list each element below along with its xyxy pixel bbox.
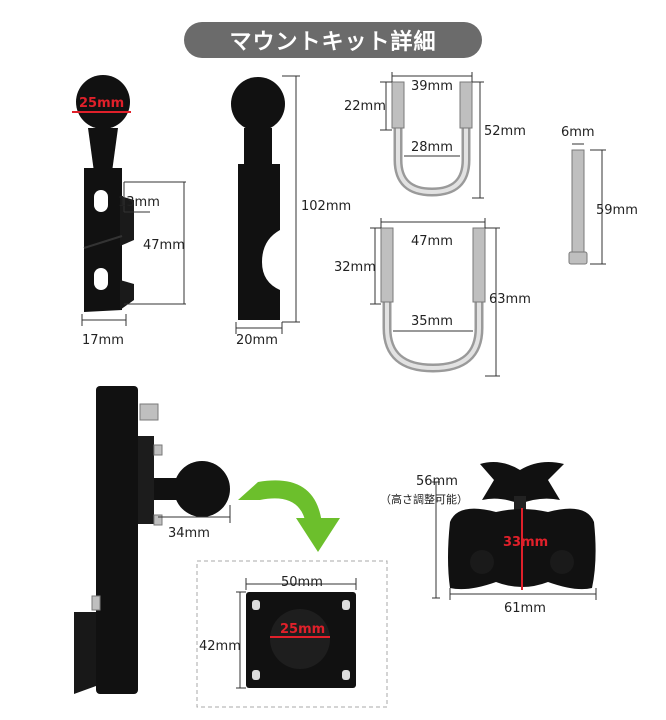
u-bolt-large xyxy=(380,227,486,373)
arm-height-label: 56mm xyxy=(416,474,458,489)
screw-diameter-label: 6mm xyxy=(561,125,595,140)
section-title: マウントキット詳細 xyxy=(184,22,482,58)
hole-span-label: 47mm xyxy=(143,238,185,253)
arm-height-note: （高さ調整可能） xyxy=(380,492,468,506)
u-large-inner-width-label: 35mm xyxy=(411,314,453,329)
mounted-bracket xyxy=(74,386,230,694)
ball-rod xyxy=(231,77,285,320)
u-small-height-label: 52mm xyxy=(484,124,526,139)
mount-offset-label: 34mm xyxy=(168,526,210,541)
plate-ball-label: 25mm xyxy=(280,622,325,637)
hole-gap-label: 13mm xyxy=(118,195,160,210)
screw-length-label: 59mm xyxy=(596,203,638,218)
rod-width-label: 20mm xyxy=(236,333,278,348)
rod-height-label: 102mm xyxy=(301,199,351,214)
ball-plate xyxy=(246,592,356,688)
plate-width-label: 50mm xyxy=(281,575,323,590)
arrow-down-icon xyxy=(238,480,340,552)
u-small-thread-label: 22mm xyxy=(344,99,386,114)
u-bolt-small xyxy=(391,81,473,197)
arm-width-label: 61mm xyxy=(504,601,546,616)
u-large-height-label: 63mm xyxy=(489,292,531,307)
u-small-top-width-label: 39mm xyxy=(411,79,453,94)
bracket-width-label: 17mm xyxy=(82,333,124,348)
arm-socket-label: 33mm xyxy=(503,535,548,550)
u-large-thread-label: 32mm xyxy=(334,260,376,275)
ball-diameter-label: 25mm xyxy=(79,96,124,111)
u-large-top-width-label: 47mm xyxy=(411,234,453,249)
ball-bracket xyxy=(76,75,134,312)
u-small-inner-width-label: 28mm xyxy=(411,140,453,155)
screw xyxy=(568,149,588,265)
plate-frame xyxy=(196,560,388,708)
plate-height-label: 42mm xyxy=(199,639,241,654)
